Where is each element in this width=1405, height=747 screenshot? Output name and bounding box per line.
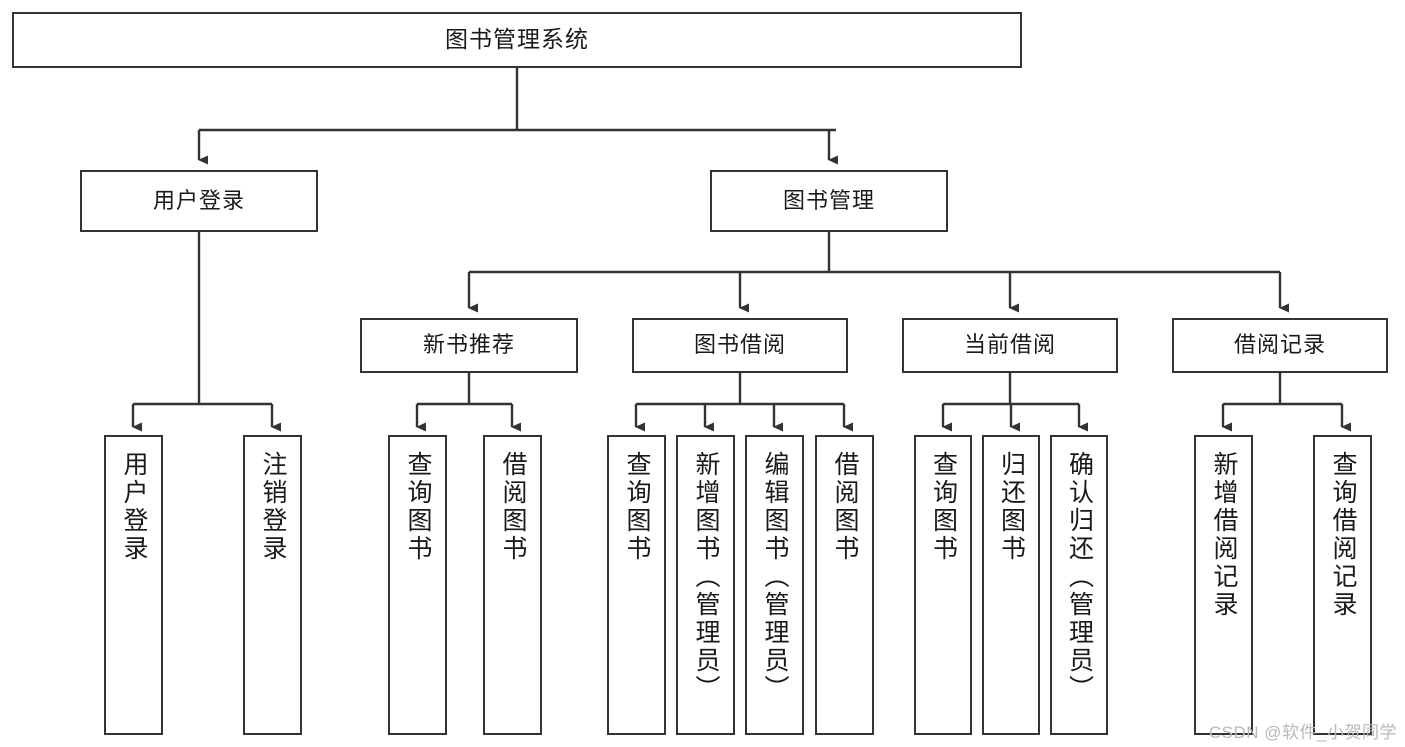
leaf-borrow-book-1[interactable]: 借阅图书 xyxy=(483,435,542,735)
leaf-return-book[interactable]: 归还图书 xyxy=(982,435,1040,735)
node-label: 用户登录 xyxy=(120,451,148,563)
leaf-borrow-book-2[interactable]: 借阅图书 xyxy=(815,435,874,735)
node-label: 新书推荐 xyxy=(422,332,515,358)
node-user-login[interactable]: 用户登录 xyxy=(80,170,318,232)
node-borrow-record[interactable]: 借阅记录 xyxy=(1172,318,1388,373)
leaf-query-book-2[interactable]: 查询图书 xyxy=(607,435,666,735)
node-label: 新增借阅记录 xyxy=(1210,451,1238,619)
leaf-logout-login[interactable]: 注销登录 xyxy=(243,435,302,735)
node-label: 查询图书 xyxy=(404,451,432,563)
node-label: 图书借阅 xyxy=(693,332,786,358)
node-label: 查询借阅记录 xyxy=(1329,451,1357,619)
node-label: 查询图书 xyxy=(623,451,651,563)
watermark: CSDN @软件_小贺同学 xyxy=(1208,723,1397,742)
node-label: 新增图书（管理员） xyxy=(692,451,720,703)
node-book-manage[interactable]: 图书管理 xyxy=(710,170,948,232)
node-new-book-recommend[interactable]: 新书推荐 xyxy=(360,318,578,373)
leaf-query-book-1[interactable]: 查询图书 xyxy=(388,435,447,735)
leaf-confirm-return-admin[interactable]: 确认归还（管理员） xyxy=(1050,435,1108,735)
node-label: 图书管理系统 xyxy=(445,26,589,53)
node-label: 注销登录 xyxy=(259,451,287,563)
node-label: 当前借阅 xyxy=(963,332,1056,358)
node-label: 归还图书 xyxy=(997,451,1026,563)
leaf-query-borrow-record[interactable]: 查询借阅记录 xyxy=(1313,435,1372,735)
node-label: 查询图书 xyxy=(929,451,958,563)
node-label: 借阅记录 xyxy=(1233,332,1326,358)
node-book-borrow[interactable]: 图书借阅 xyxy=(632,318,848,373)
leaf-query-book-3[interactable]: 查询图书 xyxy=(914,435,972,735)
leaf-add-borrow-record[interactable]: 新增借阅记录 xyxy=(1194,435,1253,735)
node-label: 借阅图书 xyxy=(499,451,527,563)
node-label: 借阅图书 xyxy=(831,451,859,563)
node-label: 用户登录 xyxy=(152,187,245,213)
node-root-book-management-system[interactable]: 图书管理系统 xyxy=(12,12,1022,68)
leaf-add-book-admin[interactable]: 新增图书（管理员） xyxy=(676,435,735,735)
node-current-borrow[interactable]: 当前借阅 xyxy=(902,318,1118,373)
leaf-user-login[interactable]: 用户登录 xyxy=(104,435,163,735)
node-label: 图书管理 xyxy=(782,187,875,213)
leaf-edit-book-admin[interactable]: 编辑图书（管理员） xyxy=(745,435,804,735)
node-label: 编辑图书（管理员） xyxy=(761,451,789,703)
node-label: 确认归还（管理员） xyxy=(1065,451,1094,703)
